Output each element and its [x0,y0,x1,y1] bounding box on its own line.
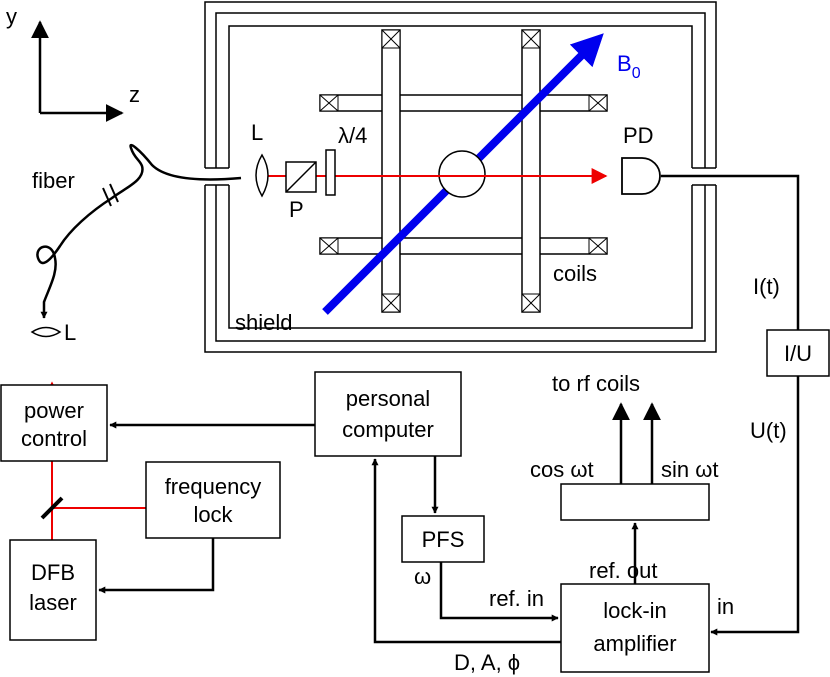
photodiode [621,157,661,195]
z-axis-label: z [129,82,140,107]
cos-label: cos ωt [530,457,594,482]
polarizer [285,161,317,193]
lockin-amplifier-box: lock-in amplifier [560,583,710,673]
polarizer-label: P [289,197,304,222]
svg-text:personal: personal [346,386,430,411]
coil-bar-right [521,29,541,313]
svg-text:power: power [24,398,84,423]
lens-top [255,153,269,198]
coil-bar-left [381,29,401,313]
voltage-label: U(t) [750,418,787,443]
svg-text:PFS: PFS [422,527,465,552]
svg-text:I/U: I/U [784,341,812,366]
current-label: I(t) [753,274,780,299]
fiber-label: fiber [32,168,75,193]
svg-text:control: control [21,426,87,451]
iu-converter-box: I/U [766,329,830,377]
optical-fiber: fiber L [30,143,242,345]
signal-labels: I(t) U(t) to rf coils cos ωt sin ωt ref.… [414,274,787,675]
power-control-box: power control [0,384,108,462]
personal-computer-box: personal computer [314,371,462,457]
frequency-lock-box: frequency lock [145,461,281,539]
dap-label: D, A, ϕ [454,650,520,675]
lens-bottom [30,326,62,338]
lens-top-label: L [251,120,263,145]
quarter-waveplate [325,149,336,196]
coil-bar-bottom [319,237,608,255]
svg-text:lock-in: lock-in [603,598,667,623]
svg-text:frequency: frequency [165,474,262,499]
coordinate-axes: y z [6,4,140,122]
rf-splitter-box [560,483,710,521]
ref-in-label: ref. in [489,586,544,611]
coil-bar-top [319,94,608,112]
dfb-laser-box: DFB laser [9,539,97,641]
signal-wires [98,174,800,644]
omega-label: ω [414,564,431,589]
svg-text:amplifier: amplifier [593,631,676,656]
shield-label: shield [235,310,292,335]
svg-text:computer: computer [342,417,434,442]
photodiode-label: PD [623,123,654,148]
svg-text:lock: lock [193,502,233,527]
svg-text:laser: laser [29,590,77,615]
coils-label: coils [553,261,597,286]
vapor-cell [438,150,486,198]
b0-label: B0 [617,51,641,82]
sin-label: sin ωt [661,457,719,482]
lens-bottom-label: L [64,320,76,345]
ref-out-label: ref. out [589,558,657,583]
optics: L P λ/4 PD shield [235,120,661,335]
to-rf-coils-label: to rf coils [552,371,640,396]
y-axis-label: y [6,4,17,29]
in-label: in [717,594,734,619]
beam-splitter [40,496,64,520]
svg-text:DFB: DFB [31,560,75,585]
pfs-box: PFS [401,515,485,563]
waveplate-label: λ/4 [338,123,367,148]
